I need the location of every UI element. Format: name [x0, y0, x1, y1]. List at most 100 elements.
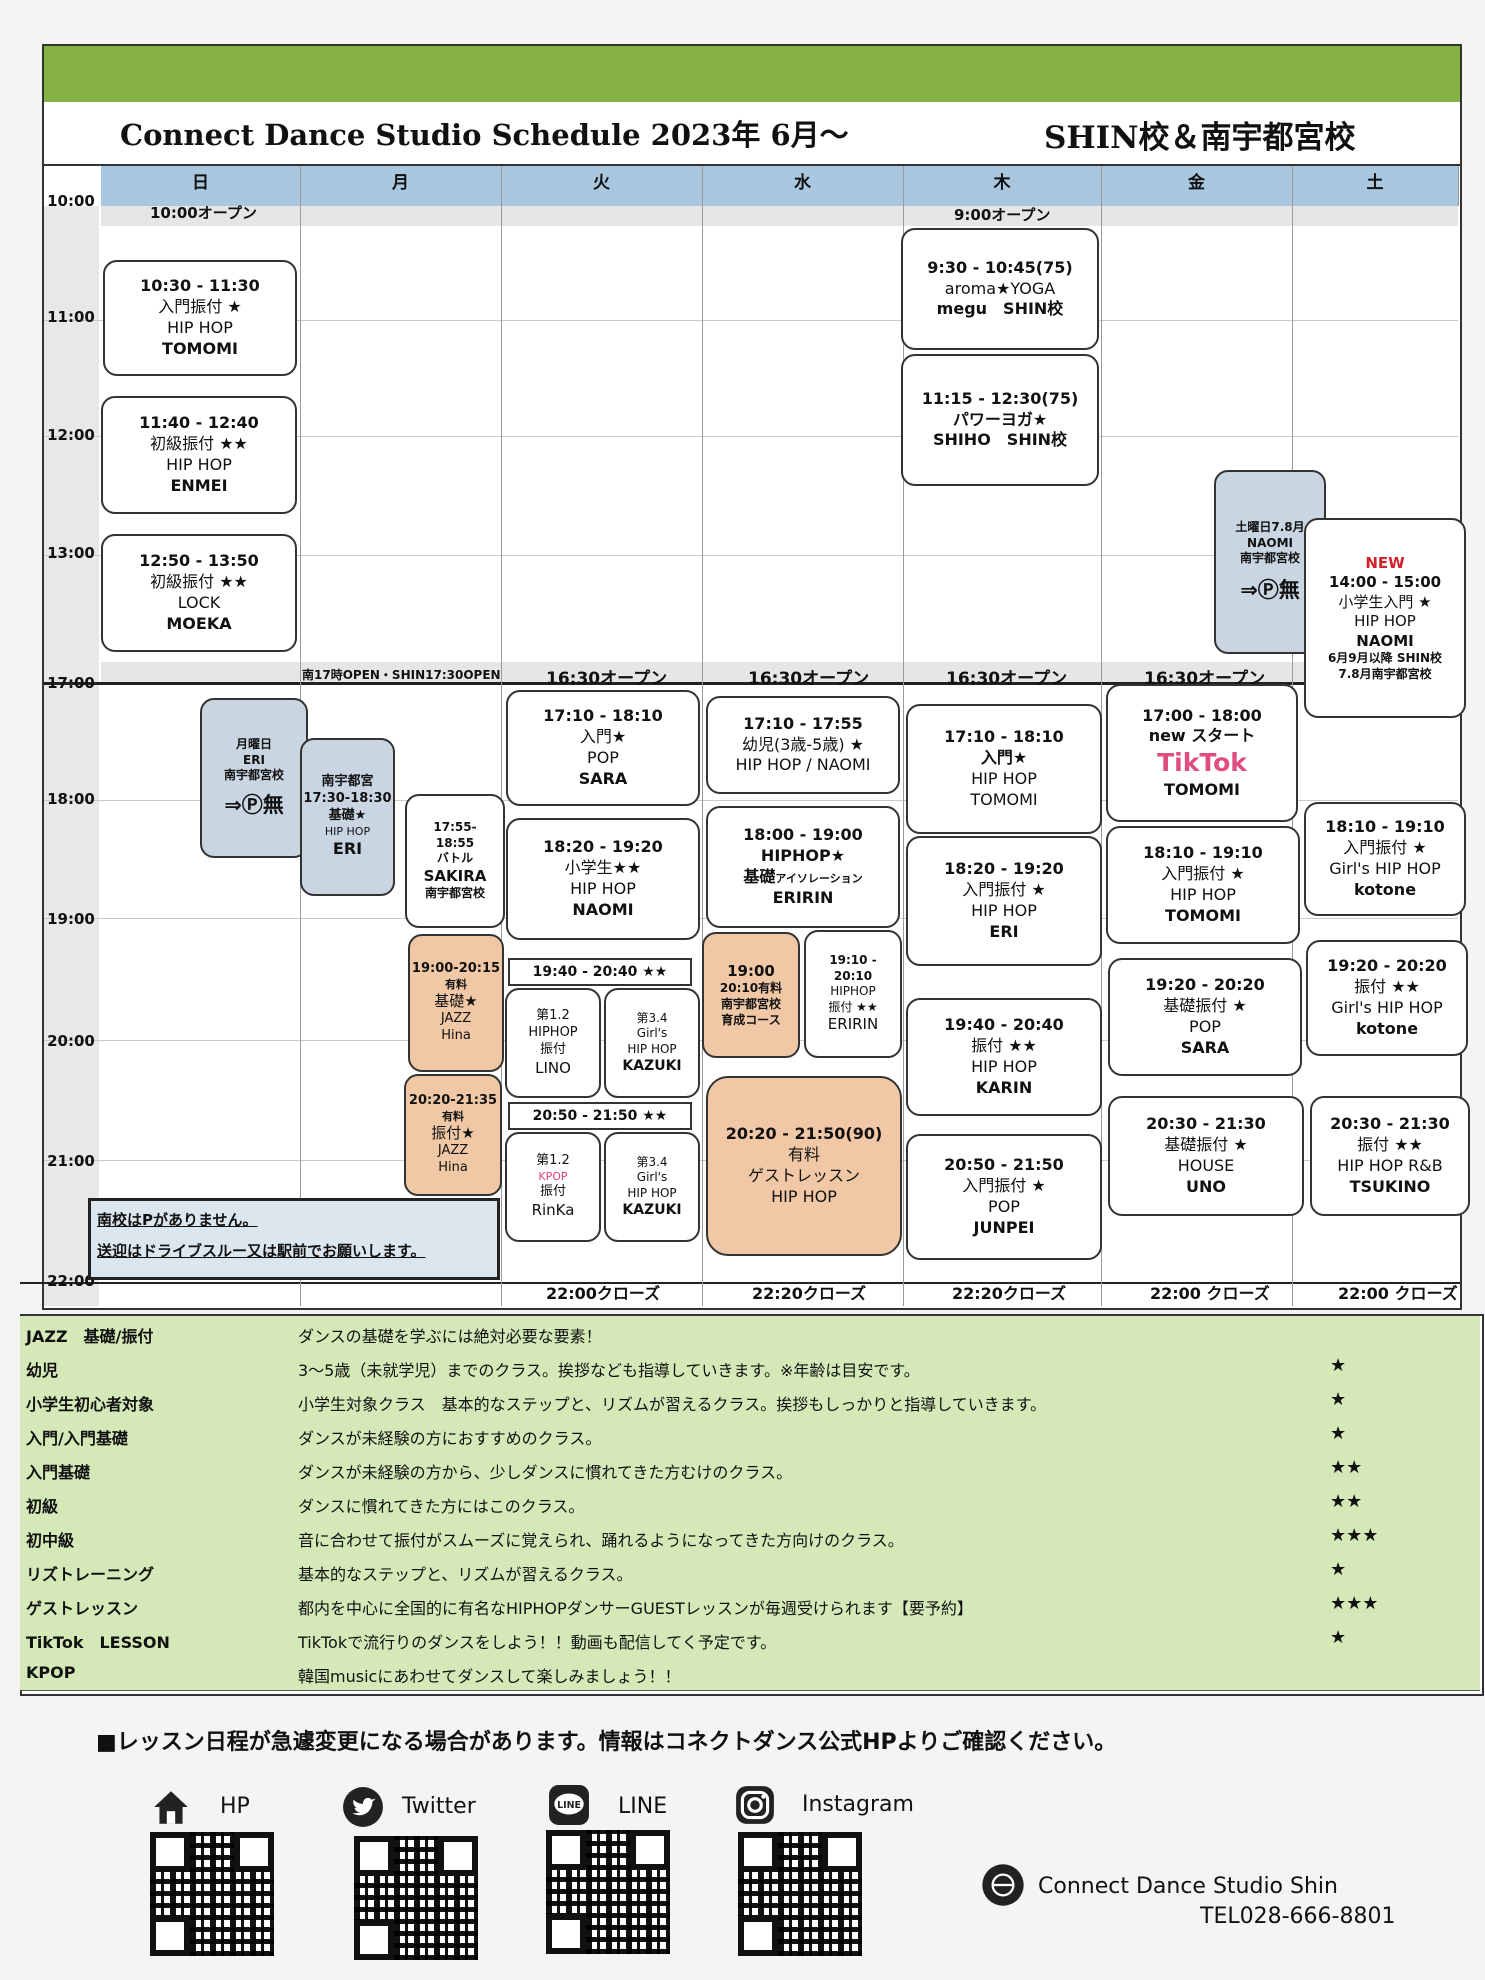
class-genre: HIP HOP [324, 824, 371, 838]
close-label-thu: 22:20クローズ [952, 1284, 1067, 1303]
close-label-sat: 22:00 クローズ [1338, 1284, 1458, 1303]
class-genre: HIP HOP [1170, 885, 1236, 904]
class-card[interactable]: 17:00 - 18:00 new スタート TikTok TOMOMI [1106, 684, 1298, 822]
class-fee: 有料 [787, 1145, 820, 1165]
class-card[interactable]: 17:10 - 18:10 入門★ POP SARA [506, 690, 700, 806]
class-teacher: LINO [535, 1058, 571, 1077]
class-card[interactable]: 20:50 - 21:50 入門振付 ★ POP JUNPEI [906, 1134, 1102, 1260]
open-label-thu-morning: 9:00オープン [954, 206, 1051, 224]
line-qr-code[interactable] [546, 1830, 670, 1954]
hour-label: 13:00 [47, 544, 95, 562]
class-card[interactable]: 20:20 - 21:50(90) 有料 ゲストレッスン HIP HOP [706, 1076, 902, 1256]
class-time: 17:00 - 18:00 [1142, 705, 1262, 725]
twitter-label[interactable]: Twitter [402, 1794, 476, 1819]
grid-line [44, 436, 1458, 437]
legend-desc: ダンスの基礎を学ぶには絶対必要な要素！ [298, 1327, 602, 1346]
class-card[interactable]: NEW 14:00 - 15:00 小学生入門 ★ HIP HOP NAOMI … [1304, 518, 1466, 718]
class-weeks: 第3.4 [636, 1154, 668, 1169]
legend-stars: ★★★ [1330, 1593, 1379, 1614]
class-genre: HIP HOP [167, 318, 233, 337]
class-level: 振付 ★★ [828, 999, 878, 1014]
class-card[interactable]: 9:30 - 10:45(75) aroma★YOGA megu SHIN校 [901, 228, 1099, 350]
hp-label[interactable]: HP [220, 1794, 250, 1819]
class-genre: HIP HOP [1354, 612, 1416, 631]
notice-box: 南校はPがありません。 送迎はドライブスルー又は駅前でお願いします。 [88, 1198, 500, 1280]
class-level: 小学生★★ [564, 858, 642, 878]
class-card[interactable]: 南宇都宮 17:30-18:30 基礎★ HIP HOP ERI [300, 738, 395, 896]
class-teacher: SHIHO SHIN校 [932, 430, 1068, 450]
class-genre: HOUSE [1177, 1156, 1235, 1175]
class-genre: HIP HOP [627, 1041, 677, 1056]
class-level: 基礎★ [328, 807, 367, 823]
legend-key: ゲストレッスン [26, 1599, 139, 1618]
class-card[interactable]: 11:40 - 12:40 初級振付 ★★ HIP HOP ENMEI [101, 396, 297, 514]
class-genre: HIP HOP [971, 769, 1037, 788]
class-card[interactable]: 18:20 - 19:20 入門振付 ★ HIP HOP ERI [906, 836, 1102, 966]
class-card[interactable]: 19:00 20:10有料 南宇都宮校 育成コース [702, 932, 800, 1058]
class-level: 基礎振付 ★ [1164, 1135, 1248, 1155]
grid-line [44, 800, 1458, 801]
class-level: バトル [436, 851, 474, 866]
twitter-qr-code[interactable] [354, 1836, 478, 1960]
open-label-tue: 16:30オープン [546, 669, 668, 689]
school-name: SHIN校＆南宇都宮校 [1044, 120, 1356, 156]
class-course: 育成コース [721, 1012, 781, 1027]
note-card: 月曜日 ERI 南宇都宮校 ⇒Ⓟ無 [200, 698, 308, 858]
open-strip-pm [101, 662, 1458, 682]
class-card[interactable]: 18:00 - 19:00 HIPHOP★ 基礎アイソレーション ERIRIN [706, 806, 900, 928]
hour-label: 20:00 [47, 1032, 95, 1050]
class-card[interactable]: 10:30 - 11:30 入門振付 ★ HIP HOP TOMOMI [103, 260, 297, 376]
class-school: 南宇都宮校 [720, 996, 781, 1011]
legend-row: JAZZ 基礎/振付ダンスの基礎を学ぶには絶対必要な要素！ [20, 1316, 1480, 1351]
class-card[interactable]: 18:20 - 19:20 小学生★★ HIP HOP NAOMI [506, 818, 700, 940]
class-genre: JAZZ [437, 1143, 469, 1159]
class-level: new スタート [1148, 726, 1256, 746]
hour-label: 18:00 [47, 790, 95, 808]
legend-desc: 音に合わせて振付がスムーズに覚えられ、踊れるようになってきた方向けのクラス。 [298, 1531, 904, 1550]
class-card[interactable]: 19:00-20:15 有料 基礎★ JAZZ Hina [408, 934, 504, 1072]
home-icon[interactable] [150, 1786, 192, 1828]
class-card[interactable]: 第1.2 KPOP 振付 RinKa [505, 1132, 601, 1242]
class-card[interactable]: 20:30 - 21:30 基礎振付 ★ HOUSE UNO [1108, 1096, 1304, 1216]
line-label[interactable]: LINE [618, 1794, 668, 1819]
legend-key: 入門/入門基礎 [26, 1429, 128, 1448]
class-level: 入門振付 ★ [1343, 838, 1427, 858]
class-card[interactable]: 第1.2 HIPHOP 振付 LINO [505, 988, 601, 1098]
note-line: NAOMI [1247, 535, 1293, 550]
class-level: 基礎★ [434, 991, 478, 1010]
note-line: 南宇都宮校 [1239, 551, 1300, 566]
class-card[interactable]: 第3.4 Girl's HIP HOP KAZUKI [604, 1132, 700, 1242]
note-line: 土曜日7.8月 [1235, 519, 1305, 534]
class-card[interactable]: 12:50 - 13:50 初級振付 ★★ LOCK MOEKA [101, 534, 297, 652]
class-time: 18:00 - 19:00 [743, 825, 863, 845]
class-card[interactable]: 20:30 - 21:30 振付 ★★ HIP HOP R&B TSUKINO [1310, 1096, 1470, 1216]
class-card[interactable]: 19:10 - 20:10 HIPHOP 振付 ★★ ERIRIN [804, 930, 902, 1058]
class-card[interactable]: 19:40 - 20:40 振付 ★★ HIP HOP KARIN [906, 998, 1102, 1116]
instagram-qr-code[interactable] [738, 1832, 862, 1956]
class-card[interactable]: 18:10 - 19:10 入門振付 ★ HIP HOP TOMOMI [1106, 826, 1300, 944]
twitter-icon[interactable] [342, 1786, 384, 1828]
class-card[interactable]: 20:20-21:35 有料 振付★ JAZZ Hina [404, 1074, 502, 1196]
class-genre: Girl's [636, 1170, 668, 1185]
instagram-icon[interactable] [734, 1784, 776, 1826]
legend-desc: 都内を中心に全国的に有名なHIPHOPダンサーGUESTレッスンが毎週受けられま… [298, 1599, 973, 1618]
class-card[interactable]: 第3.4 Girl's HIP HOP KAZUKI [604, 988, 700, 1098]
class-card[interactable]: 19:20 - 20:20 振付 ★★ Girl's HIP HOP koton… [1306, 940, 1468, 1056]
hour-label: 22:00 [47, 1272, 95, 1290]
class-time: 17:55-18:55 [433, 820, 477, 850]
hour-label: 10:00 [47, 192, 95, 210]
open-label-wed: 16:30オープン [748, 669, 870, 689]
studio-logo-icon [982, 1864, 1024, 1906]
class-card[interactable]: 11:15 - 12:30(75) パワーヨガ★ SHIHO SHIN校 [901, 354, 1099, 486]
class-card[interactable]: 17:55-18:55 バトル SAKIRA 南宇都宮校 [405, 794, 505, 928]
class-teacher: kotone [1353, 879, 1417, 899]
instagram-label[interactable]: Instagram [802, 1792, 914, 1817]
class-card[interactable]: 19:20 - 20:20 基礎振付 ★ POP SARA [1108, 958, 1302, 1076]
class-card[interactable]: 18:10 - 19:10 入門振付 ★ Girl's HIP HOP koto… [1304, 802, 1466, 916]
line-icon[interactable]: LINE [548, 1784, 590, 1826]
hp-qr-code[interactable] [150, 1832, 274, 1956]
class-card[interactable]: 17:10 - 18:10 入門★ HIP HOP TOMOMI [906, 704, 1102, 834]
legend-desc: 基本的なステップと、リズムが習えるクラス。 [298, 1565, 633, 1584]
class-card[interactable]: 17:10 - 17:55 幼児(3歳-5歳) ★ HIP HOP / NAOM… [706, 696, 900, 794]
legend-stars: ★ [1330, 1423, 1347, 1444]
